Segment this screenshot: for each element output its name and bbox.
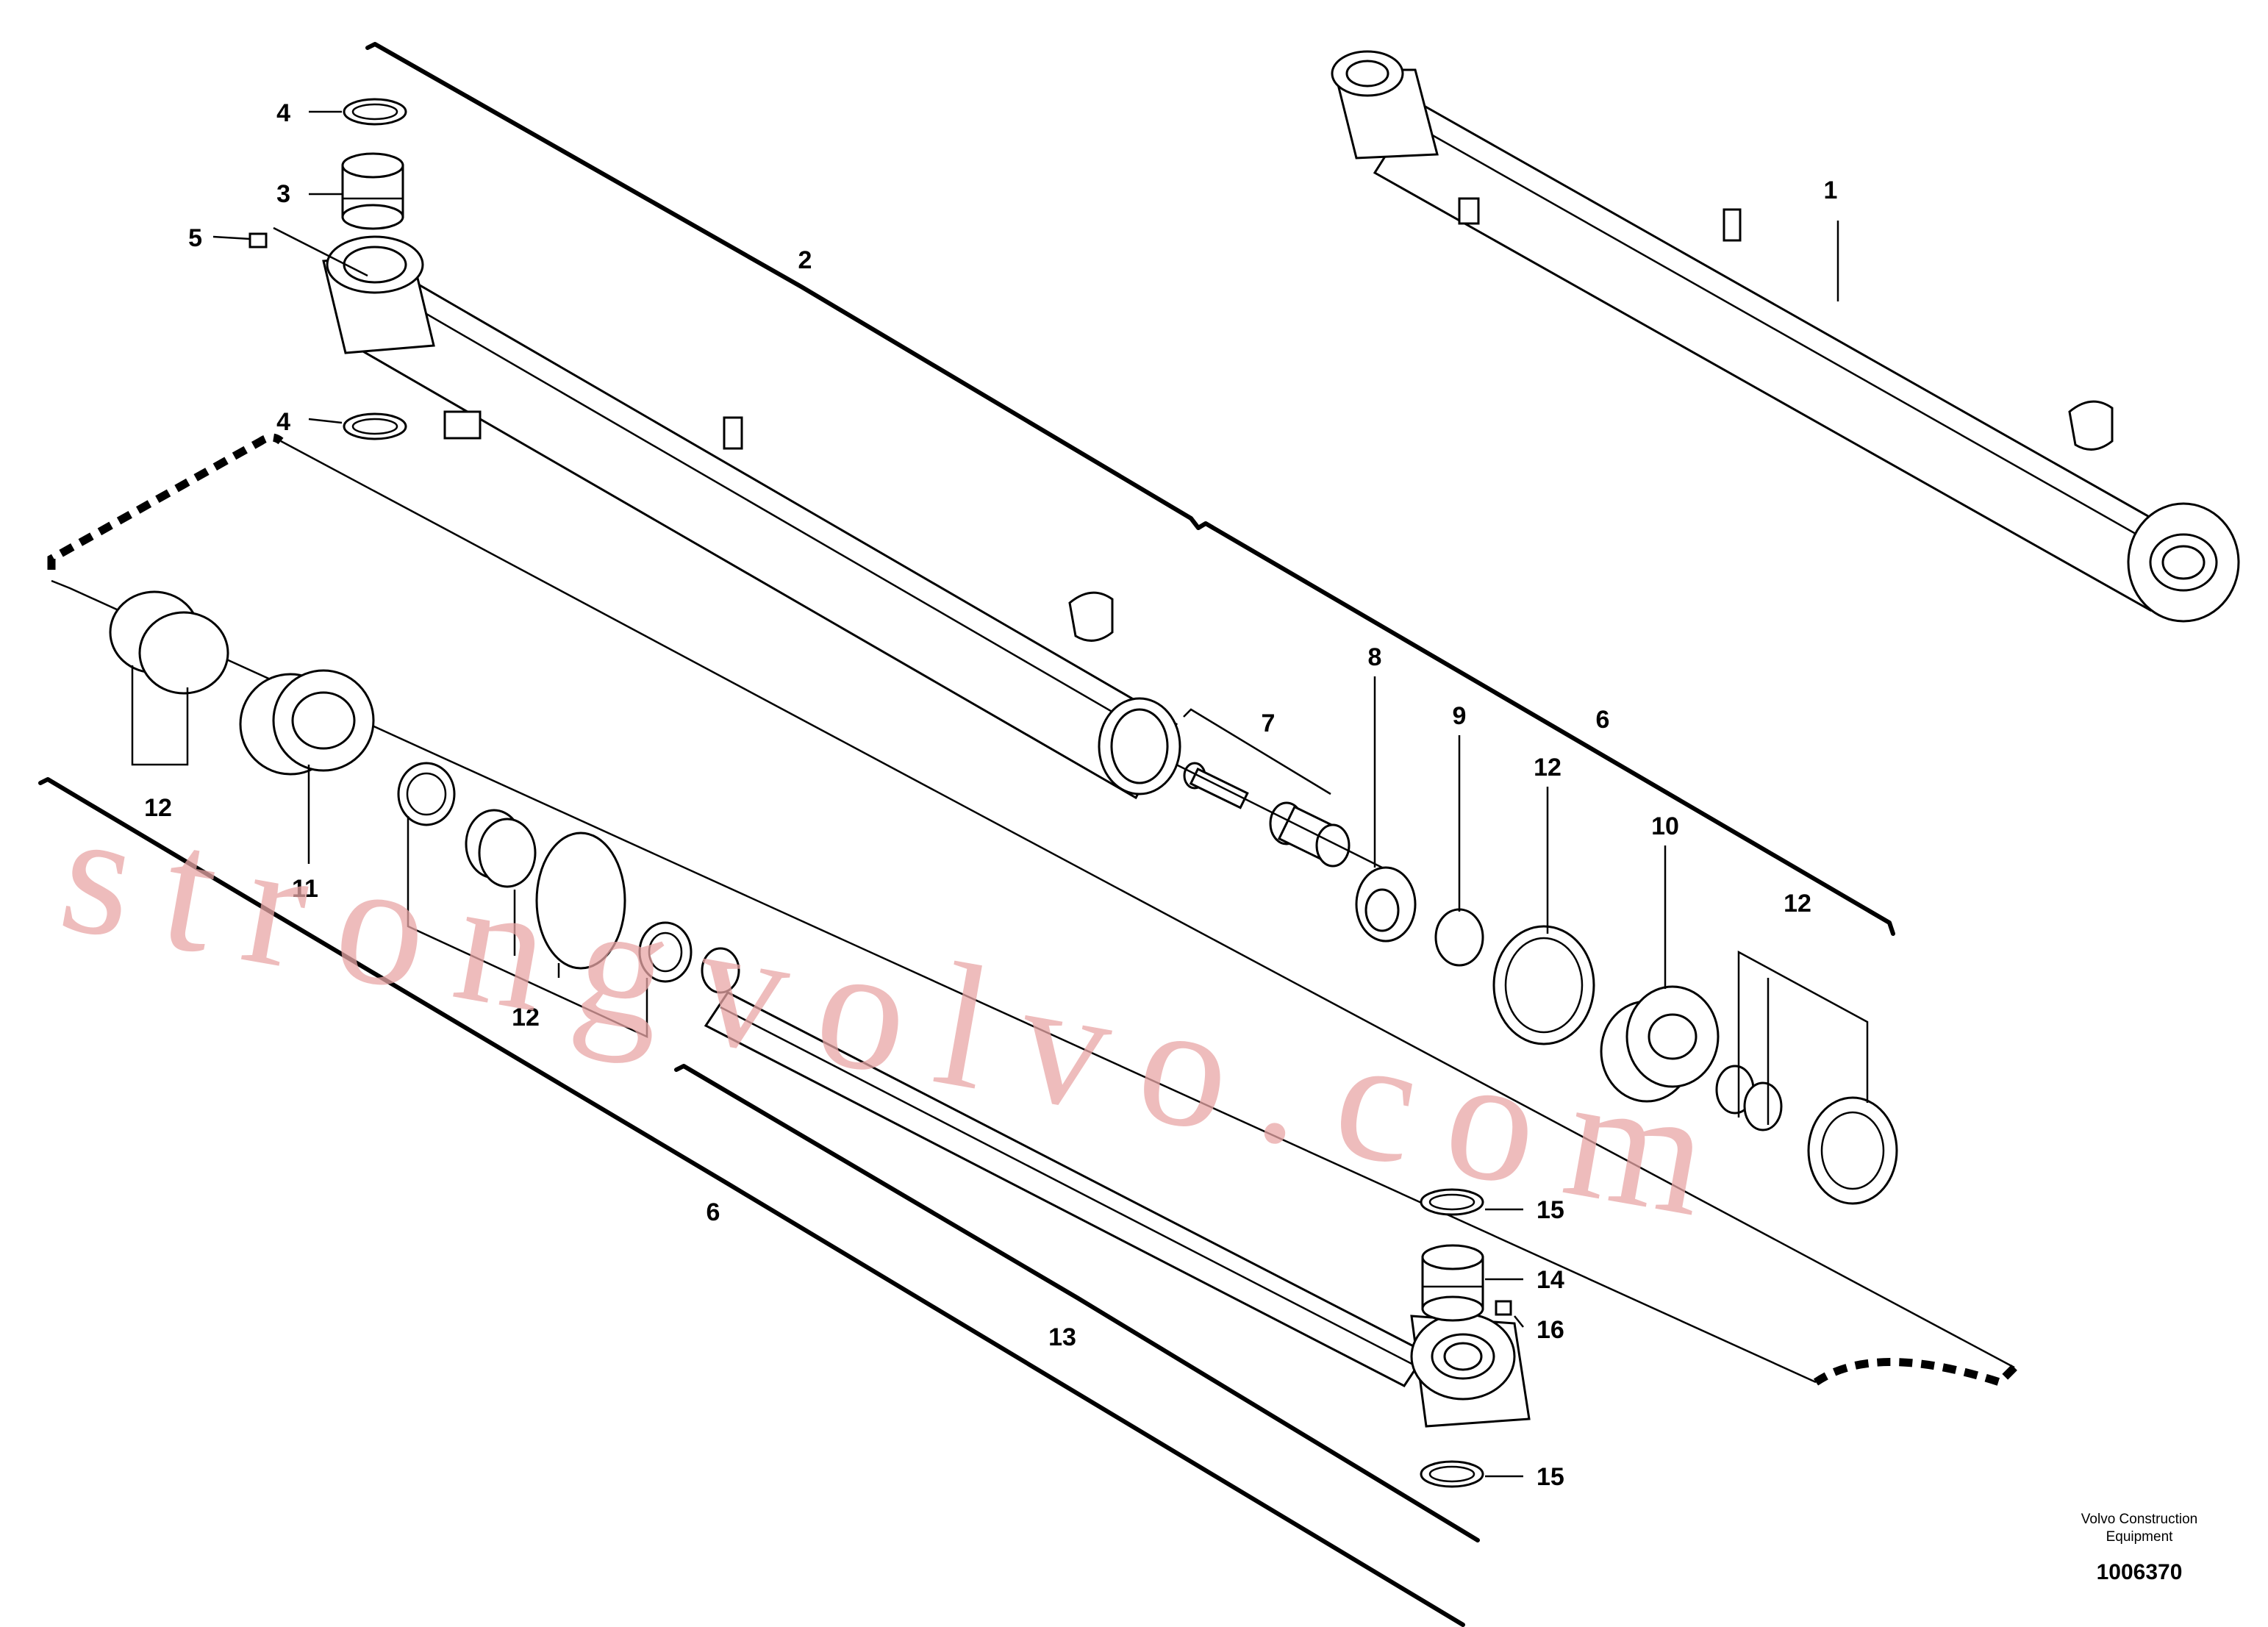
title-block: Volvo Construction Equipment 1006370 [2081,1512,2197,1584]
piston-ring-part [1492,925,1595,1045]
company-name-line2: Equipment [2106,1529,2174,1545]
seal-kit-outline [47,433,2017,1387]
grease-nipple-part-5 [248,232,268,248]
dust-seal-part-15-lower [1420,1460,1484,1488]
cylinder-assembly-part [1331,50,2240,623]
callout-3: 3 [276,180,290,208]
callout-9: 9 [1453,702,1467,730]
piston-rod-part [701,947,1531,1428]
brace-part-7 [1183,708,1331,795]
callout-4-top: 4 [276,99,290,127]
dust-seal-part-15 [1420,1188,1484,1216]
lock-washer-part-9 [1434,908,1484,967]
piston-part-10 [1600,985,1720,1103]
callout-11: 11 [292,875,318,903]
callout-4-bottom: 4 [276,408,290,436]
brace-part-6-lower [38,777,1465,1627]
brace-part-13 [674,1064,1480,1542]
callout-12-left: 12 [144,794,172,822]
callout-12-ring: 12 [1534,754,1562,782]
company-name-line1: Volvo Construction [2081,1512,2197,1527]
rod-seal-part [397,762,456,826]
callout-15-top: 15 [1537,1196,1564,1224]
callout-5: 5 [188,224,202,252]
callout-12-center: 12 [512,1004,540,1031]
leader-lines [131,110,1869,1478]
wiper-ring-part [638,921,693,983]
backup-ring-part [138,611,229,695]
callout-6-left: 6 [706,1198,720,1226]
dust-seal-part-4-lower [343,412,407,440]
spacer-part [1269,801,1351,868]
callout-7: 7 [1262,709,1276,737]
callout-15-bottom: 15 [1537,1463,1564,1491]
brace-part-2 [365,42,1895,936]
callout-12-right: 12 [1784,890,1811,918]
cylinder-tube-part [322,235,1181,800]
large-o-ring-part [535,832,626,970]
callout-labels: 1 2 3 4 4 5 6 6 7 8 9 10 11 12 12 12 12 … [144,99,1837,1491]
backup-ring-small-part [1743,1081,1783,1131]
callout-13: 13 [1048,1323,1076,1351]
callout-2: 2 [798,246,812,274]
callout-10: 10 [1651,812,1679,840]
drawing-number: 1006370 [2097,1560,2183,1584]
cylinder-head-part-11 [239,669,375,776]
callout-6-right: 6 [1596,706,1610,734]
guide-ring-part [465,809,537,888]
callout-14: 14 [1537,1266,1564,1294]
bush-part-3 [341,152,404,230]
callout-16: 16 [1537,1316,1564,1344]
callout-1: 1 [1824,176,1838,204]
grease-nipple-part-16 [1495,1300,1512,1316]
callout-6-duplicate: 6 [1596,706,1610,734]
bush-part-14 [1421,1244,1484,1322]
watermark-text: strongvolvo.com [49,771,1755,1259]
dust-seal-part-4 [343,98,407,126]
callout-8: 8 [1368,643,1382,671]
